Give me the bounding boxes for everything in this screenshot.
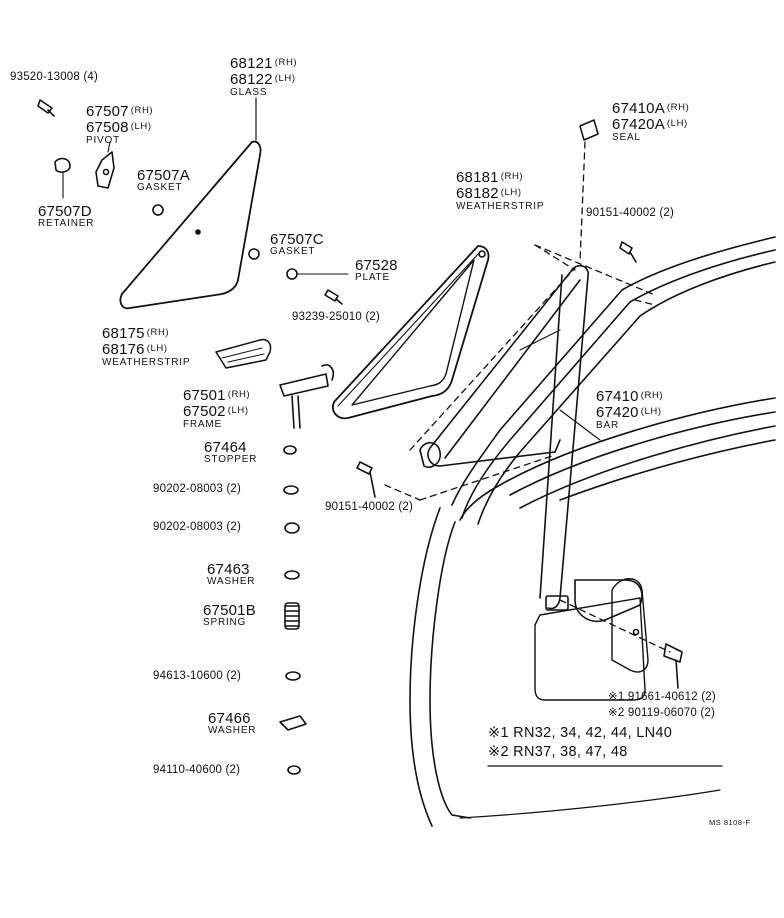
frame-rh-number: 67501 — [183, 387, 226, 404]
label-screw-90151-bottom: 90151-40002 (2) — [325, 501, 414, 513]
washer-67463-name: WASHER — [207, 576, 256, 587]
plate-number: 67528 — [355, 257, 398, 274]
seal-rh-number: 67410A — [612, 100, 665, 117]
drawing-code: MS 8108-F — [709, 818, 751, 827]
label-nut-94110: 94110-40600 (2) — [153, 764, 241, 776]
label-screw-90151-top: 90151-40002 (2) — [586, 207, 675, 219]
note-1-mark: ※1 — [488, 725, 509, 741]
weatherstrip-main-name: WEATHERSTRIP — [456, 201, 545, 212]
seal-rh-tag: (RH) — [666, 102, 690, 113]
label-washer-90202-b: 90202-08003 (2) — [153, 521, 242, 533]
pivot-lh-tag: (LH) — [130, 121, 152, 132]
glass-rh-number: 68121 — [230, 55, 273, 72]
door-panel-outline — [409, 236, 776, 827]
label-weatherstrip-small: 68175(RH) 68176(LH) WEATHERSTRIP — [102, 326, 190, 368]
weatherstrip-small-lh-number: 68176 — [102, 341, 145, 358]
note-1-text: RN32, 34, 42, 44, LN40 — [513, 725, 673, 741]
gasket-c-name: GASKET — [270, 246, 316, 257]
bar-lh-number: 67420 — [596, 404, 639, 421]
bolt-90119-mark: ※2 — [608, 707, 625, 719]
glass-rh-tag: (RH) — [274, 57, 298, 68]
label-screw-93520: 93520-13008 (4) — [10, 71, 99, 83]
bar-name: BAR — [596, 420, 619, 431]
bolt-91661-number: 91661-40612 (2) — [627, 691, 716, 703]
stopper-name: STOPPER — [204, 454, 258, 465]
gasket-c-number: 67507C — [270, 231, 324, 248]
bolt-91661-mark: ※1 — [608, 691, 625, 703]
label-gasket-a: 67507A GASKET — [137, 168, 190, 193]
bar-lh-tag: (LH) — [640, 406, 662, 417]
label-weatherstrip-main: 68181(RH) 68182(LH) WEATHERSTRIP — [456, 170, 544, 212]
label-nut-94613: 94613-10600 (2) — [153, 670, 242, 682]
gasket-a-name: GASKET — [137, 182, 183, 193]
retainer-name: RETAINER — [38, 218, 95, 229]
note-2: ※2 RN37, 38, 47, 48 — [488, 745, 628, 760]
spring-part — [284, 602, 300, 630]
label-plate: 67528 PLATE — [355, 258, 398, 283]
glass-lh-tag: (LH) — [274, 73, 296, 84]
pivot-name: PIVOT — [86, 135, 121, 146]
washer-67466-name: WASHER — [208, 725, 257, 736]
weatherstrip-small-lh-tag: (LH) — [146, 343, 168, 354]
note-2-text: RN37, 38, 47, 48 — [513, 744, 628, 760]
washer-67466-number: 67466 — [208, 710, 251, 727]
glass-part — [119, 140, 262, 310]
washer-67463-number: 67463 — [207, 561, 250, 578]
label-screw-93239: 93239-25010 (2) — [292, 311, 381, 323]
seal-lh-number: 67420A — [612, 116, 665, 133]
bar-part — [419, 264, 589, 611]
label-pivot: 67507(RH) 67508(LH) PIVOT — [86, 104, 153, 146]
weatherstrip-main-lh-tag: (LH) — [500, 187, 522, 198]
label-retainer: 67507D RETAINER — [38, 204, 94, 229]
label-washer-67466: 67466 WASHER — [208, 711, 256, 736]
label-stopper: 67464 STOPPER — [204, 440, 257, 465]
label-spring: 67501B SPRING — [203, 603, 256, 628]
label-washer-67463: 67463 WASHER — [207, 562, 255, 587]
label-bar: 67410(RH) 67420(LH) BAR — [596, 389, 663, 431]
note-2-mark: ※2 — [488, 744, 509, 760]
gasket-a-number: 67507A — [137, 167, 190, 184]
frame-rh-tag: (RH) — [227, 389, 251, 400]
weatherstrip-main-lh-number: 68182 — [456, 185, 499, 202]
pivot-rh-tag: (RH) — [130, 105, 154, 116]
weatherstrip-small-name: WEATHERSTRIP — [102, 357, 191, 368]
label-washer-90202-a: 90202-08003 (2) — [153, 483, 242, 495]
seal-name: SEAL — [612, 132, 641, 143]
bolt-90119-number: 90119-06070 (2) — [627, 707, 716, 719]
label-frame: 67501(RH) 67502(LH) FRAME — [183, 388, 250, 430]
seal-lh-tag: (LH) — [666, 118, 688, 129]
label-bolt-90119: ※2 90119-06070 (2) — [608, 707, 716, 720]
weatherstrip-main-rh-number: 68181 — [456, 169, 499, 186]
spring-number: 67501B — [203, 602, 256, 619]
frame-lh-tag: (LH) — [227, 405, 249, 416]
reference-dashed-lines — [384, 141, 671, 653]
glass-lh-number: 68122 — [230, 71, 273, 88]
note-1: ※1 RN32, 34, 42, 44, LN40 — [488, 726, 672, 741]
retainer-number: 67507D — [38, 203, 92, 220]
plate-name: PLATE — [355, 272, 390, 283]
frame-name: FRAME — [183, 419, 222, 430]
weatherstrip-small-rh-tag: (RH) — [146, 327, 170, 338]
pivot-rh-number: 67507 — [86, 103, 129, 120]
spring-name: SPRING — [203, 617, 247, 628]
bar-rh-number: 67410 — [596, 388, 639, 405]
label-gasket-c: 67507C GASKET — [270, 232, 324, 257]
frame-lh-number: 67502 — [183, 403, 226, 420]
weatherstrip-main-rh-tag: (RH) — [500, 171, 524, 182]
stopper-number: 67464 — [204, 439, 247, 456]
pivot-lh-number: 67508 — [86, 119, 129, 136]
bar-rh-tag: (RH) — [640, 390, 664, 401]
label-bolt-91661: ※1 91661-40612 (2) — [608, 691, 716, 704]
weatherstrip-frame-part — [332, 245, 490, 420]
glass-name: GLASS — [230, 87, 268, 98]
label-seal: 67410A(RH) 67420A(LH) SEAL — [612, 101, 689, 143]
weatherstrip-small-rh-number: 68175 — [102, 325, 145, 342]
label-glass: 68121(RH) 68122(LH) GLASS — [230, 56, 297, 98]
